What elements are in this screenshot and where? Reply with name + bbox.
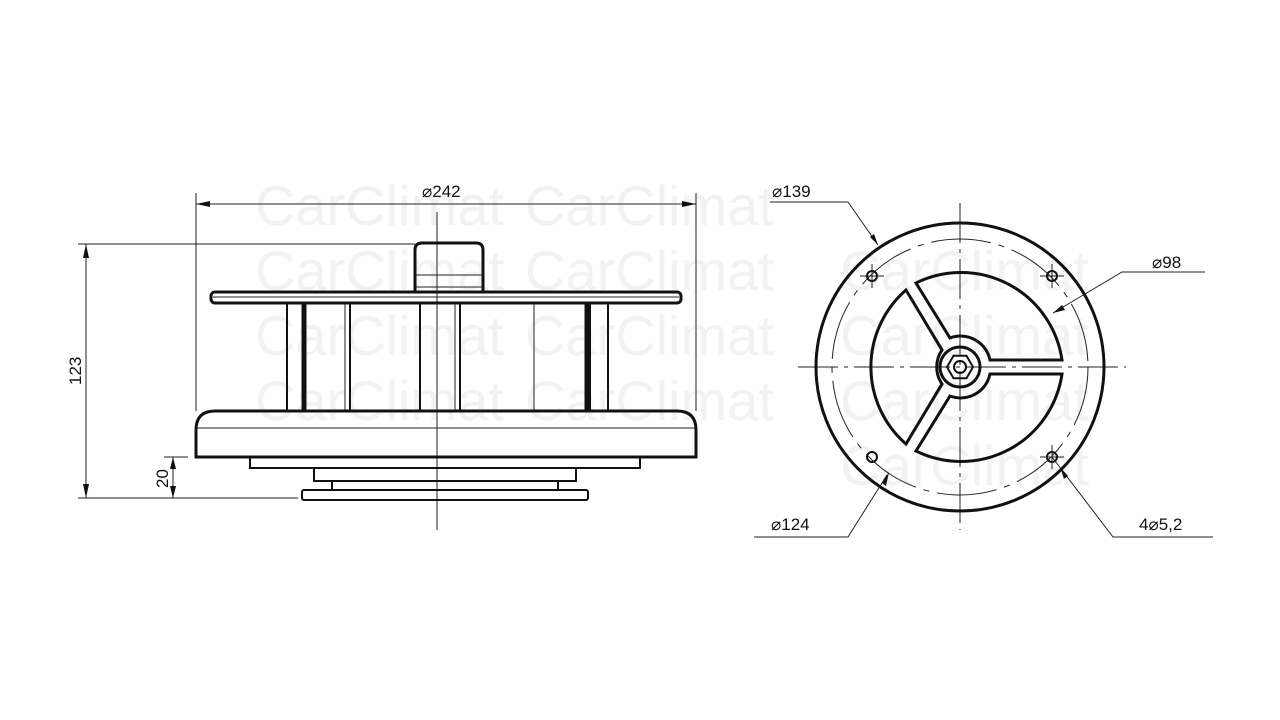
hub [938, 345, 982, 389]
watermark-text: CarClimat [255, 304, 504, 367]
arrow-icon [870, 234, 878, 245]
side-view: ⌀242 123 20 [66, 182, 698, 530]
arrow-icon [1053, 305, 1065, 313]
bottom-plate [301, 489, 589, 501]
arrow-icon [196, 201, 210, 207]
center-hole [953, 360, 967, 374]
arrow-icon [83, 244, 89, 258]
leader-98 [1052, 271, 1205, 314]
top-view: ⌀139 ⌀98 ⌀124 4⌀5,2 [754, 182, 1213, 538]
dim-label-98: ⌀98 [1152, 253, 1181, 272]
dim-label-123: 123 [66, 357, 85, 385]
watermark-text: CarClimat [525, 304, 774, 367]
dim-label-20: 20 [153, 469, 172, 488]
hex-nut-icon [945, 354, 975, 380]
outer-circle [814, 221, 1106, 513]
dim-label-242: ⌀242 [422, 182, 461, 201]
leader-124 [754, 474, 888, 538]
dim-label-124: ⌀124 [771, 515, 810, 534]
leader-holes [1051, 456, 1213, 538]
watermark-text: CarClimat [255, 174, 504, 237]
watermark-text: CarClimat [255, 369, 504, 432]
watermark-text: CarClimat [840, 239, 1089, 302]
dim-label-holes: 4⌀5,2 [1139, 515, 1182, 534]
flange-3 [331, 480, 559, 491]
flange-1 [249, 456, 641, 469]
opening-sector [913, 271, 1064, 362]
watermark-text: CarClimat [840, 369, 1089, 432]
watermark-text: CarClimat [525, 174, 774, 237]
bolt-hole [866, 451, 878, 463]
arrow-icon [1060, 467, 1068, 479]
arrow-icon [882, 472, 889, 486]
top-knob [413, 241, 485, 292]
watermark-text: CarClimat [525, 369, 774, 432]
leader-139 [770, 201, 879, 246]
base-body [194, 409, 698, 459]
bolt-circle [831, 238, 1089, 496]
arrow-icon [83, 484, 89, 498]
bolt-hole [1040, 264, 1064, 288]
flange-2 [313, 467, 577, 482]
dim-label-139: ⌀139 [772, 182, 811, 201]
opening-sector [869, 287, 944, 447]
arrow-icon [682, 201, 696, 207]
arrow-icon [170, 486, 176, 498]
arrow-icon [170, 457, 176, 469]
opening-sector [913, 372, 1064, 463]
bolt-hole [860, 264, 884, 288]
top-disc [209, 290, 683, 305]
